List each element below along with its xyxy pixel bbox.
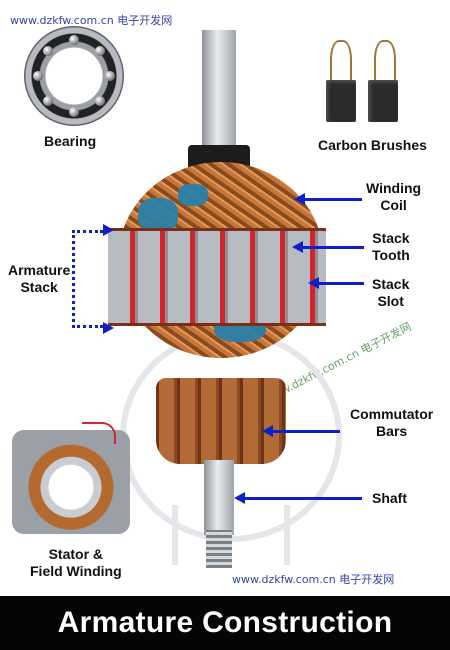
- label-carbon-brushes: Carbon Brushes: [318, 137, 427, 153]
- label-armature-line2: Stack: [20, 279, 58, 295]
- label-comm-line1: Commutator: [350, 406, 434, 422]
- bracket-arrow-bottom: [103, 322, 114, 334]
- label-stack-tooth: Stack Tooth: [372, 230, 410, 264]
- label-slot-line1: Stack: [372, 276, 410, 292]
- bearing-ball: [69, 35, 79, 45]
- label-winding-line2: Coil: [380, 197, 407, 213]
- label-stator-line1: Stator &: [48, 546, 104, 562]
- bearing-image: [24, 26, 124, 126]
- armature-stack-image: [108, 228, 326, 326]
- label-bearing: Bearing: [44, 133, 97, 149]
- bearing-ball: [95, 96, 105, 106]
- arrow-stack-tooth: [292, 241, 364, 253]
- label-armature-line1: Armature: [8, 262, 71, 278]
- commutator-image: [156, 378, 286, 464]
- carbon-brush-image: [368, 80, 398, 122]
- bearing-ball: [43, 96, 53, 106]
- label-winding-line1: Winding: [366, 180, 422, 196]
- resin-patch: [138, 198, 178, 232]
- stator-image: [12, 422, 130, 534]
- arrow-commutator-bars: [262, 425, 340, 437]
- armature-stack-bracket: [72, 224, 114, 334]
- shaft-bottom: [204, 460, 234, 535]
- label-stator-line2: Field Winding: [30, 563, 122, 579]
- label-tooth-line1: Stack: [372, 230, 410, 246]
- bearing-ball: [69, 107, 79, 117]
- watermark-top: www.dzkfw.com.cn 电子开发网: [10, 14, 173, 27]
- bearing-ball: [43, 46, 53, 56]
- bearing-ball: [105, 71, 115, 81]
- watermark-bottom: www.dzkfw.com.cn 电子开发网: [232, 573, 395, 586]
- label-commutator-bars: Commutator Bars: [350, 406, 433, 440]
- label-stator-field-winding: Stator & Field Winding: [30, 546, 122, 580]
- bearing-ball: [33, 71, 43, 81]
- arrow-winding-coil: [294, 193, 362, 205]
- bracket-arrow-top: [103, 224, 114, 236]
- page-title: Armature Construction: [57, 606, 393, 639]
- label-shaft: Shaft: [372, 490, 407, 506]
- shaft-top: [202, 30, 236, 160]
- arrow-stack-slot: [308, 277, 364, 289]
- label-armature-stack: Armature Stack: [8, 262, 70, 296]
- label-winding-coil: Winding Coil: [366, 180, 421, 214]
- label-comm-line2: Bars: [376, 423, 408, 439]
- bearing-ball: [95, 46, 105, 56]
- shaft-thread: [206, 530, 232, 568]
- carbon-brush-image: [326, 80, 356, 122]
- label-slot-line2: Slot: [377, 293, 404, 309]
- label-tooth-line2: Tooth: [372, 247, 410, 263]
- label-stack-slot: Stack Slot: [372, 276, 409, 310]
- arrow-shaft: [234, 492, 362, 504]
- stator-lead-wire: [82, 422, 116, 444]
- bulb-neck: [172, 505, 290, 565]
- resin-patch: [178, 184, 208, 206]
- title-bar: [0, 596, 450, 650]
